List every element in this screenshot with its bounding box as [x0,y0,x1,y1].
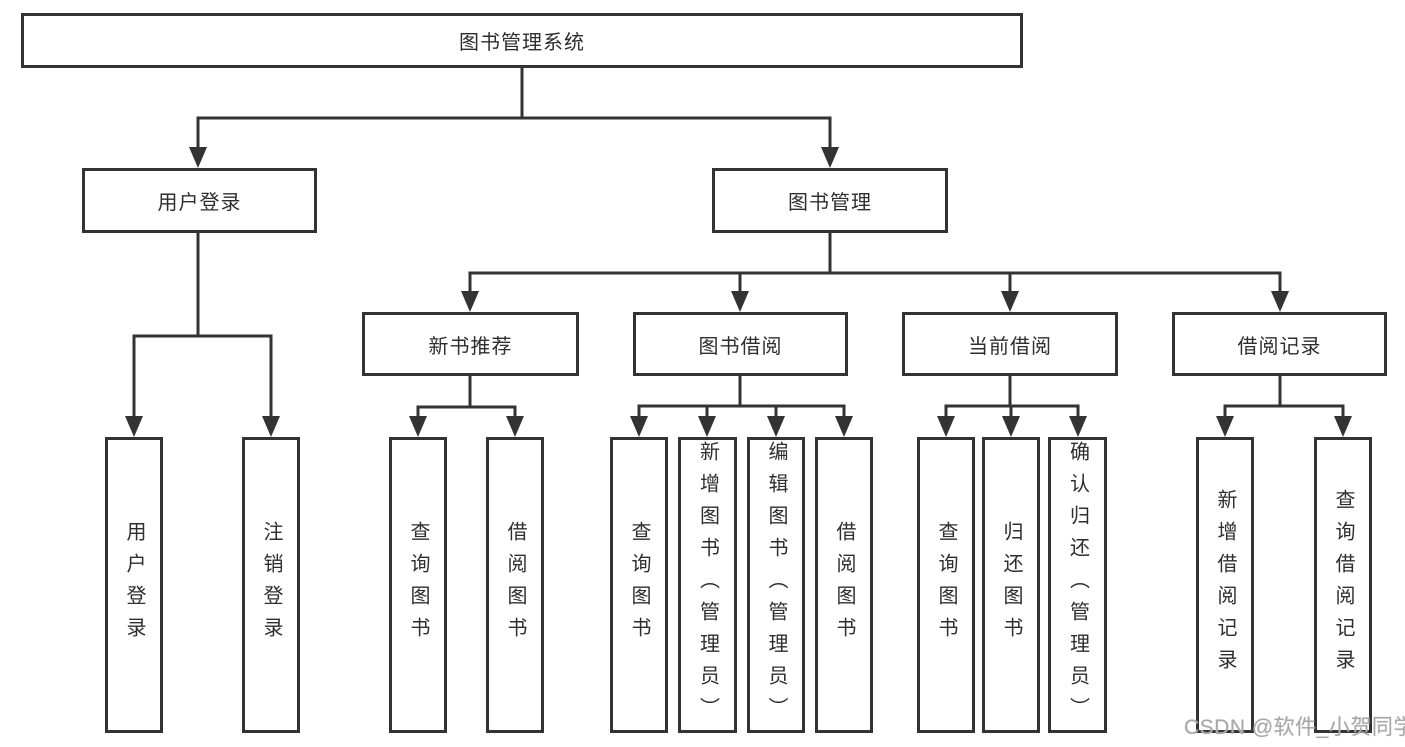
node-root-label: 图书管理系统 [459,32,585,54]
node-borrowing-records: 借阅记录 [1172,312,1387,376]
node-current-borrowing: 当前借阅 [902,312,1118,376]
leaf-current-confirm-return-admin: 确认归还（管理员） [1048,437,1107,733]
leaf-recommend-query-book: 查询图书 [389,437,447,733]
node-user-login-label: 用户登录 [157,192,242,214]
node-book-management: 图书管理 [712,168,948,233]
node-book-borrowing: 图书借阅 [633,312,848,376]
leaf-borrowing-add-book-admin-label: 新增图书（管理员） [696,441,719,729]
leaf-records-add-record-label: 新增借阅记录 [1214,489,1236,681]
leaf-recommend-borrow-book-label: 借阅图书 [504,521,526,649]
node-new-book-recommendation: 新书推荐 [362,312,579,376]
leaf-current-query-book: 查询图书 [917,437,975,733]
leaf-records-add-record: 新增借阅记录 [1196,437,1254,733]
node-user-login: 用户登录 [82,168,317,233]
leaf-records-query-record-label: 查询借阅记录 [1332,489,1354,681]
leaf-logout-label: 注销登录 [260,521,282,649]
leaf-borrowing-add-book-admin: 新增图书（管理员） [678,437,737,733]
leaf-borrowing-borrow-book-label: 借阅图书 [833,521,855,649]
leaf-recommend-query-book-label: 查询图书 [407,521,429,649]
watermark: CSDN @软件_小贺同学 [1184,716,1405,739]
leaf-current-confirm-return-admin-label: 确认归还（管理员） [1066,441,1089,729]
leaf-borrowing-query-book: 查询图书 [610,437,668,733]
leaf-borrowing-edit-book-admin-label: 编辑图书（管理员） [765,441,787,729]
node-borrowing-records-label: 借阅记录 [1237,335,1322,358]
leaf-current-query-book-label: 查询图书 [935,521,957,649]
leaf-borrowing-borrow-book: 借阅图书 [815,437,873,733]
leaf-user-login-label: 用户登录 [123,521,145,649]
leaf-user-login: 用户登录 [105,437,163,733]
leaf-borrowing-edit-book-admin: 编辑图书（管理员） [747,437,805,733]
leaf-current-return-book-label: 归还图书 [1000,521,1022,649]
node-current-borrowing-label: 当前借阅 [968,335,1052,358]
leaf-recommend-borrow-book: 借阅图书 [486,437,544,733]
leaf-records-query-record: 查询借阅记录 [1314,437,1372,733]
node-root-system: 图书管理系统 [21,13,1023,68]
node-new-book-recommendation-label: 新书推荐 [428,335,513,358]
leaf-borrowing-query-book-label: 查询图书 [628,521,650,649]
node-book-borrowing-label: 图书借阅 [698,335,783,358]
node-book-management-label: 图书管理 [788,192,872,214]
leaf-logout: 注销登录 [242,437,300,733]
leaf-current-return-book: 归还图书 [982,437,1040,733]
